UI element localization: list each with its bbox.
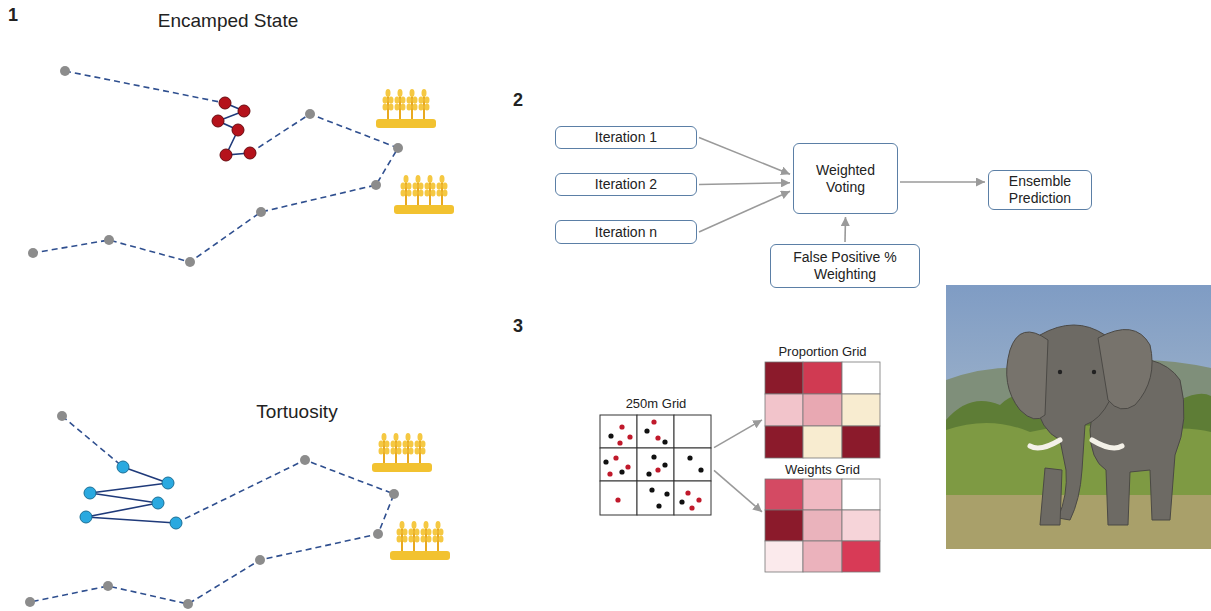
encamped-trajectory [28, 66, 454, 267]
box-label: False Positive % Weighting [777, 249, 913, 283]
elephant-photo [946, 285, 1211, 549]
iteration-box: Iteration n [555, 220, 697, 244]
tortuosity-trajectory [25, 411, 450, 609]
panel-number: 2 [513, 90, 523, 111]
connector-arrow [844, 217, 846, 242]
weights-heatmap [765, 479, 880, 572]
connector-arrow [699, 183, 790, 185]
grid-panel: Proportion Grid [765, 344, 880, 459]
grid-title: Weights Grid [785, 462, 860, 477]
box-label: Iteration n [595, 224, 657, 241]
voting-box: Weighted Voting [793, 143, 898, 214]
grid-title: Proportion Grid [778, 344, 866, 359]
iteration-box: Iteration 2 [555, 173, 697, 196]
panel-heading: Tortuosity [256, 401, 337, 423]
panel-heading: Encamped State [158, 10, 298, 32]
iteration-box: Iteration 1 [555, 126, 697, 149]
box-label: Ensemble Prediction [995, 173, 1085, 207]
connector-arrow [699, 191, 790, 232]
connector-arrow [714, 470, 762, 512]
grid-panel: 250m Grid [600, 396, 712, 516]
box-label: Iteration 1 [595, 129, 657, 146]
connector-arrow [900, 181, 985, 183]
box-label: Weighted Voting [800, 162, 891, 196]
points-grid [600, 415, 711, 515]
connector-arrow [699, 138, 790, 175]
panel-number: 3 [513, 316, 523, 337]
proportion-heatmap [765, 362, 880, 458]
grid-title: 250m Grid [626, 396, 687, 411]
connector-arrow [714, 420, 762, 448]
grid-panel: Weights Grid [765, 462, 880, 573]
panel-number: 1 [8, 5, 18, 26]
prediction-box: Ensemble Prediction [988, 170, 1092, 210]
box-label: Iteration 2 [595, 176, 657, 193]
weighting-box: False Positive % Weighting [770, 244, 920, 288]
